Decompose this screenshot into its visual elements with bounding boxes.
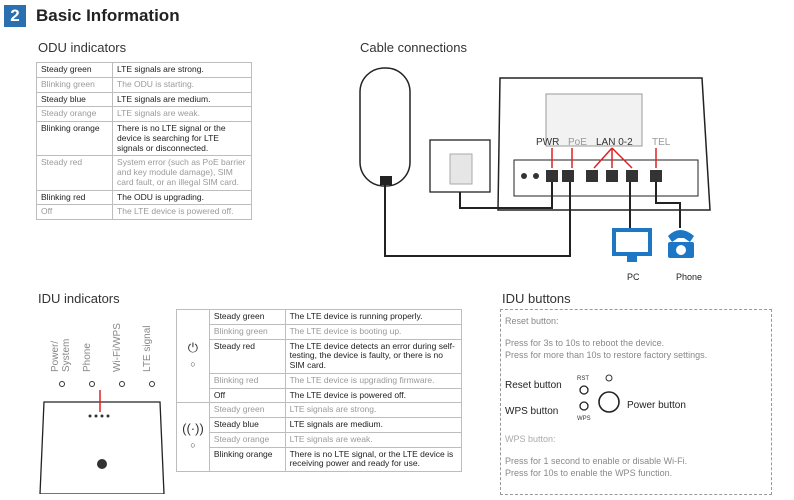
idu-led-state: Steady red xyxy=(208,338,286,374)
odu-led-description: The ODU is starting. xyxy=(112,76,252,93)
rst-tag: RST xyxy=(577,376,589,382)
port-label-tel: TEL xyxy=(652,137,671,148)
idu-led-description: The LTE device detects an error during s… xyxy=(284,338,463,374)
reset-button-label: Reset button xyxy=(505,380,562,391)
phone-label: Phone xyxy=(676,272,703,282)
power-button-icon xyxy=(598,391,620,413)
odu-led-state: Steady orange xyxy=(35,106,114,123)
button-diagram xyxy=(579,374,620,413)
led-label-lte: LTE signal xyxy=(142,325,153,372)
pc-icon xyxy=(612,228,652,262)
power-button-label: Power button xyxy=(627,400,686,411)
odu-led-description: The ODU is upgrading. xyxy=(112,189,252,206)
idu-device-front-illustration xyxy=(39,381,165,494)
wps-tag: WPS xyxy=(577,416,591,422)
odu-led-state: Blinking orange xyxy=(35,121,114,157)
odu-led-description: There is no LTE signal or the device is … xyxy=(112,121,252,157)
page-title: Basic Information xyxy=(36,6,180,25)
port-label-pwr: PWR xyxy=(536,137,560,148)
odu-led-description: LTE signals are weak. xyxy=(112,106,252,123)
idu-led-state: Steady blue xyxy=(208,417,286,433)
reset-heading: Reset button: xyxy=(505,316,559,326)
idu-indicators-title: IDU indicators xyxy=(38,291,120,306)
poe-adapter-illustration xyxy=(429,139,491,193)
odu-device-illustration xyxy=(359,67,411,187)
odu-led-description: The LTE device is powered off. xyxy=(112,204,252,221)
reset-button-icon xyxy=(579,385,589,395)
wps-button-icon xyxy=(579,401,589,411)
idu-led-state: Blinking orange xyxy=(208,446,286,473)
odu-led-state: Blinking green xyxy=(35,76,114,93)
led-label-phone: Phone xyxy=(82,343,93,372)
odu-led-state: Blinking red xyxy=(35,189,114,206)
idu-led-description: The LTE device is running properly. xyxy=(284,309,463,325)
power-led-icon: ⏻○ xyxy=(176,308,210,404)
idu-router-illustration xyxy=(497,77,711,211)
idu-led-state: Steady orange xyxy=(208,431,286,448)
idu-led-description: LTE signals are weak. xyxy=(284,431,463,448)
led-label-power: Power/ System xyxy=(50,338,72,372)
idu-led-state: Blinking green xyxy=(208,323,286,340)
port-label-poe: PoE xyxy=(568,137,587,148)
odu-led-description: System error (such as PoE barrier and ke… xyxy=(112,155,252,191)
led-label-wifi: Wi-Fi/WPS xyxy=(112,323,123,372)
idu-led-description: LTE signals are medium. xyxy=(284,417,463,433)
wps-instruction-1: Press for 1 second to enable or disable … xyxy=(505,456,688,466)
section-number-badge: 2 xyxy=(4,5,26,27)
idu-led-description: LTE signals are strong. xyxy=(284,402,463,419)
lte-signal-icon: ((·))○ xyxy=(176,402,210,473)
wps-button-label: WPS button xyxy=(505,406,559,417)
idu-led-state: Steady green xyxy=(208,402,286,419)
odu-led-description: LTE signals are strong. xyxy=(112,62,252,78)
port-label-lan: LAN 0-2 xyxy=(596,137,633,148)
odu-led-state: Off xyxy=(35,204,114,221)
idu-led-state: Steady green xyxy=(208,309,286,325)
reset-instruction-2: Press for more than 10s to restore facto… xyxy=(505,350,708,360)
idu-led-state: Blinking red xyxy=(208,372,286,389)
pc-label: PC xyxy=(627,272,640,282)
idu-led-description: There is no LTE signal, or the LTE devic… xyxy=(284,446,463,473)
idu-buttons-panel: Reset button: Press for 3s to 10s to reb… xyxy=(500,309,772,495)
odu-led-state: Steady red xyxy=(35,155,114,191)
wps-heading: WPS button: xyxy=(505,434,556,444)
phone-icon xyxy=(668,230,694,258)
wps-instruction-2: Press for 10s to enable the WPS function… xyxy=(505,468,673,478)
idu-led-description: The LTE device is booting up. xyxy=(284,323,463,340)
odu-indicators-title: ODU indicators xyxy=(38,40,127,55)
cable-connection-diagram xyxy=(359,67,711,262)
odu-led-description: LTE signals are medium. xyxy=(112,91,252,108)
reset-instruction-1: Press for 3s to 10s to reboot the device… xyxy=(505,338,665,348)
idu-buttons-title: IDU buttons xyxy=(502,291,571,306)
idu-led-description: The LTE device is powered off. xyxy=(284,387,463,404)
cable-connections-title: Cable connections xyxy=(360,40,467,55)
odu-led-state: Steady blue xyxy=(35,91,114,108)
idu-led-description: The LTE device is upgrading firmware. xyxy=(284,372,463,389)
idu-led-state: Off xyxy=(208,387,286,404)
odu-led-state: Steady green xyxy=(35,62,114,78)
power-symbol-icon xyxy=(605,374,613,382)
